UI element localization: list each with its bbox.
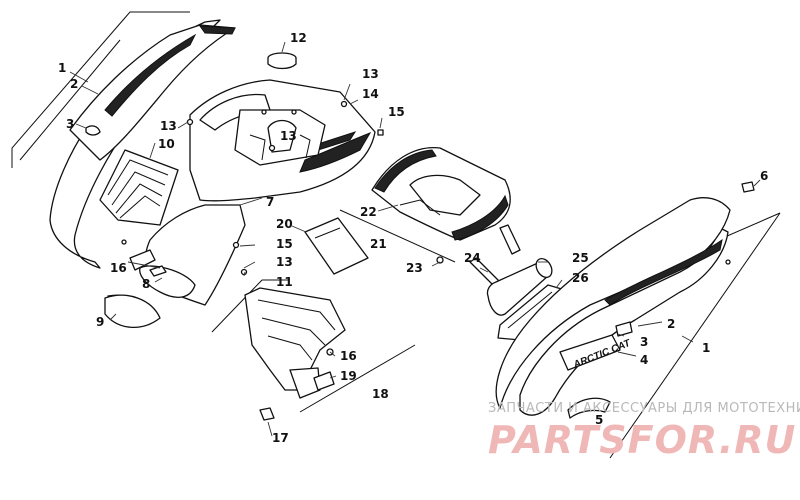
vent-cap — [267, 52, 297, 70]
leader-1b — [681, 335, 694, 343]
leader-17 — [267, 421, 273, 437]
callout-13-a: 13 — [160, 119, 177, 133]
watermark-subtitle: ЗАПЧАСТИ И АКСЕССУАРЫ ДЛЯ МОТОТЕХНИКИ — [488, 401, 800, 416]
callout-5: 5 — [595, 413, 603, 427]
callout-labels: 1 2 3 10 13 12 13 14 15 13 7 16 8 9 20 1… — [58, 31, 768, 445]
clip-17 — [259, 407, 275, 421]
leader-2 — [81, 85, 99, 95]
callout-2-right: 2 — [667, 317, 675, 331]
callout-26: 26 — [572, 271, 589, 285]
leader-9 — [109, 313, 117, 321]
callout-21: 21 — [370, 237, 387, 251]
callout-24: 24 — [464, 251, 481, 265]
callout-14: 14 — [362, 87, 379, 101]
callout-25: 25 — [572, 251, 589, 265]
callout-19: 19 — [340, 369, 357, 383]
leader-19 — [329, 375, 337, 379]
leader-15a — [379, 117, 383, 129]
leader-11 — [243, 271, 246, 277]
leader-3 — [75, 123, 87, 129]
mesh-grille — [104, 294, 161, 329]
leader-1 — [69, 71, 89, 83]
callout-20: 20 — [276, 217, 293, 231]
callout-13-c: 13 — [280, 129, 297, 143]
leader-16b — [329, 351, 336, 357]
callout-15-b: 15 — [276, 237, 293, 251]
storage-tray — [339, 146, 521, 264]
callout-22: 22 — [360, 205, 377, 219]
callout-4: 4 — [640, 353, 648, 367]
callout-13-b: 13 — [362, 67, 379, 81]
callout-3-right: 3 — [640, 335, 648, 349]
callout-7: 7 — [266, 195, 274, 209]
callout-12: 12 — [290, 31, 307, 45]
leader-14 — [349, 99, 359, 105]
leader-22 — [377, 204, 399, 212]
callout-17: 17 — [272, 431, 289, 445]
lower-bracket — [211, 279, 416, 413]
callout-3-left: 3 — [66, 117, 74, 131]
leader-6 — [753, 179, 761, 187]
callout-15-a: 15 — [388, 105, 405, 119]
heat-shield-tube — [486, 258, 553, 316]
air-duct — [99, 149, 179, 226]
callout-1-left: 1 — [58, 61, 66, 75]
callout-8: 8 — [142, 277, 150, 291]
leader-23 — [431, 261, 441, 267]
leader-13b — [343, 83, 351, 101]
hood-nosepan — [129, 79, 376, 306]
callout-16-a: 16 — [110, 261, 127, 275]
leader-26 — [555, 279, 563, 289]
leader-13a — [177, 121, 189, 129]
leader-10 — [149, 142, 156, 159]
leader-13d — [243, 261, 256, 269]
leader-20 — [291, 225, 307, 233]
leader-3b — [617, 333, 625, 337]
callout-1-right: 1 — [702, 341, 710, 355]
leader-2b — [637, 321, 663, 327]
windshield-lens — [304, 217, 369, 275]
right-side-panel — [495, 181, 781, 459]
watermark-logo: PARTSFOR.RU — [488, 418, 797, 462]
leader-7 — [239, 197, 263, 206]
callout-9: 9 — [96, 315, 104, 329]
leader-12 — [281, 41, 286, 53]
callout-18: 18 — [372, 387, 389, 401]
callout-6: 6 — [760, 169, 768, 183]
left-side-panel — [11, 11, 236, 269]
callout-23: 23 — [406, 261, 423, 275]
callout-10: 10 — [158, 137, 175, 151]
leader-16a — [127, 261, 161, 269]
leader-24 — [479, 267, 489, 273]
callout-13-d: 13 — [276, 255, 293, 269]
leader-8 — [154, 277, 163, 283]
leader-4 — [617, 351, 637, 357]
leader-15b — [239, 244, 256, 247]
callout-11: 11 — [276, 275, 293, 289]
callout-16-b: 16 — [340, 349, 357, 363]
callout-2-left: 2 — [70, 77, 78, 91]
